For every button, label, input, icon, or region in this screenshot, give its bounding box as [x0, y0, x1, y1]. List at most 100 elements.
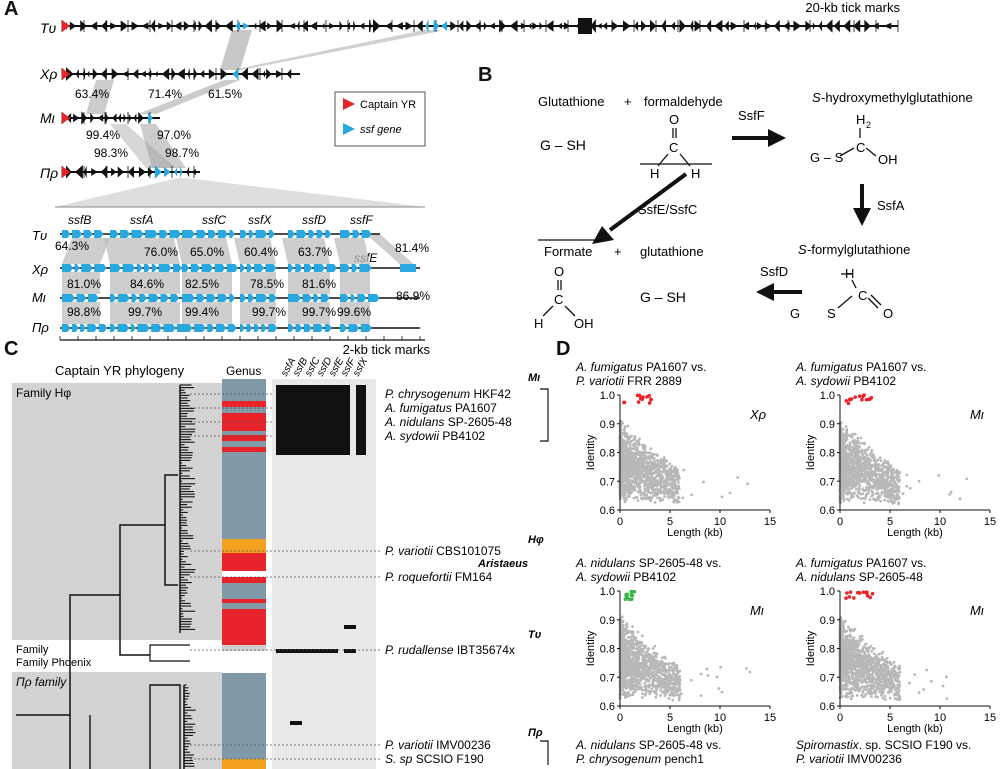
family-h-bg	[12, 383, 222, 640]
gene-arrow	[215, 20, 222, 32]
data-point	[629, 661, 633, 665]
data-point	[881, 474, 885, 478]
data-point	[620, 447, 623, 451]
ssf-gene-arrow	[81, 264, 93, 272]
data-point	[873, 498, 877, 501]
data-point	[665, 484, 668, 488]
data-point	[668, 462, 672, 466]
data-point	[847, 482, 851, 486]
synteny-ribbon	[62, 302, 100, 324]
data-point	[676, 495, 680, 499]
gene-arrow	[405, 21, 413, 31]
data-point	[656, 464, 660, 468]
zoom-id: 63.7%	[298, 245, 332, 259]
ssf-gene-arrow	[94, 230, 104, 238]
gene-arrow	[466, 19, 472, 33]
data-point	[635, 481, 639, 485]
ssf-gene-arrow	[340, 324, 347, 332]
data-point	[622, 451, 625, 455]
data-point	[844, 439, 848, 442]
species-genus: P. rudallense	[385, 643, 454, 657]
identity-label: 99.4%	[86, 128, 120, 142]
atom: H	[534, 316, 543, 331]
gene-name: ssfC	[202, 213, 226, 227]
data-point	[659, 678, 663, 682]
atom: C	[856, 140, 865, 155]
data-point	[638, 437, 641, 441]
data-point	[882, 465, 886, 468]
data-point	[648, 662, 652, 666]
data-point	[648, 690, 652, 694]
zoom-id: 99.4%	[185, 305, 219, 319]
data-point	[853, 446, 857, 450]
data-point	[663, 478, 667, 482]
data-point	[885, 461, 888, 465]
ssf-gene-arrow	[326, 264, 337, 272]
data-point	[635, 496, 639, 499]
identity-label: 71.4%	[148, 87, 182, 101]
gene-arrow	[123, 113, 127, 123]
hmg-prefix: S	[812, 90, 821, 105]
data-point	[857, 464, 861, 467]
x-axis-label: Length (kb)	[887, 527, 943, 539]
data-point	[844, 469, 848, 473]
data-point	[655, 480, 659, 484]
y-tick-label: 0.6	[600, 505, 615, 517]
data-point	[640, 634, 644, 638]
data-point	[669, 476, 673, 480]
identity-label: 61.5%	[208, 87, 242, 101]
data-point	[657, 471, 661, 475]
ssf-gene-arrow	[119, 230, 130, 238]
data-point	[637, 467, 640, 471]
ssf-gene-arrow	[159, 230, 168, 238]
gene-arrow	[774, 19, 780, 33]
data-point	[673, 483, 677, 487]
data-point	[633, 435, 637, 439]
data-point	[623, 467, 627, 471]
data-point	[627, 635, 631, 639]
gene-arrow	[641, 20, 647, 32]
y-tick-label: 0.8	[820, 448, 835, 460]
x-axis-label: Length (kb)	[667, 527, 723, 539]
fg-label: -formylglutathione	[807, 242, 910, 257]
data-point	[621, 636, 625, 640]
gene-arrow	[80, 20, 87, 32]
gene-arrow	[545, 20, 554, 32]
gene-arrow	[539, 22, 543, 30]
data-point	[661, 458, 664, 462]
gene-arrow	[225, 20, 233, 32]
data-point	[648, 484, 652, 488]
data-point	[621, 421, 625, 425]
data-point	[855, 444, 859, 448]
data-point	[643, 646, 646, 650]
data-point	[675, 668, 679, 672]
data-point	[624, 449, 628, 453]
data-point	[629, 651, 633, 654]
y-tick-label: 0.7	[600, 672, 615, 684]
highlight-point	[857, 394, 862, 398]
data-point	[624, 693, 628, 696]
data-point	[889, 470, 893, 474]
data-point	[625, 653, 629, 656]
gene-arrow	[286, 68, 292, 80]
data-point	[642, 676, 645, 680]
atom: C	[669, 140, 678, 155]
synteny-ribbon	[62, 238, 110, 264]
gene-arrow	[147, 167, 154, 177]
gene-arrow	[458, 20, 464, 32]
data-point	[872, 464, 876, 468]
ssf-gene-arrow	[308, 230, 316, 238]
data-point	[621, 673, 624, 676]
gene-arrow	[369, 19, 372, 33]
data-point	[864, 457, 868, 461]
highlight-point	[636, 400, 641, 404]
data-point	[678, 674, 682, 678]
data-point	[637, 642, 641, 645]
atom: S	[827, 306, 836, 321]
data-point	[878, 478, 882, 481]
data-point	[905, 484, 909, 488]
data-point	[866, 470, 870, 473]
highlight-point	[647, 394, 651, 398]
gene-arrow	[329, 22, 335, 30]
data-point	[870, 473, 874, 477]
